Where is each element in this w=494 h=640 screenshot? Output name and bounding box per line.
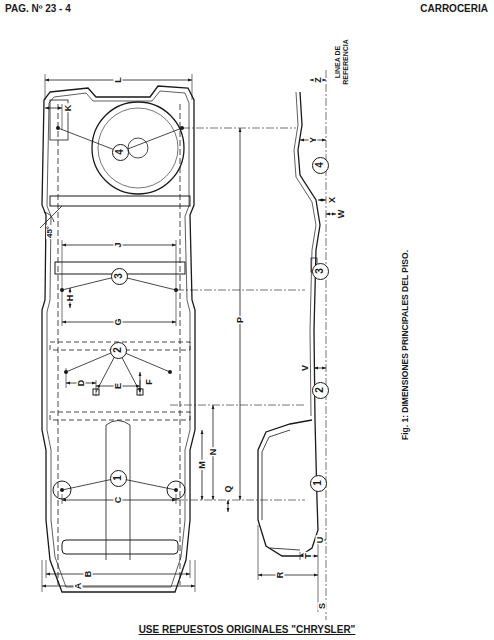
dimension-line — [140, 372, 141, 392]
reference-line — [170, 70, 326, 620]
leader-line — [58, 128, 182, 490]
dimension-letter: G — [114, 317, 123, 326]
reference-line — [326, 70, 327, 620]
side-profile — [262, 430, 300, 550]
extension-line — [66, 368, 140, 396]
page-header: PAG. Nº 23 - 4 — [4, 4, 72, 14]
dimension-letter: U — [316, 536, 325, 545]
extension-line — [62, 240, 176, 326]
dimension-letter: D — [77, 379, 86, 388]
dimension-line — [42, 586, 195, 587]
floor-plan — [58, 104, 180, 585]
dimension-letter: S — [318, 602, 327, 610]
callout-circle: 1 — [110, 470, 127, 487]
reference-label: LINEA DE REFERENCIA — [334, 35, 350, 89]
measuring-point — [56, 126, 60, 130]
callout-number: 4 — [115, 149, 125, 155]
measuring-point — [60, 488, 64, 492]
dimension-letter: V — [301, 364, 310, 372]
floor-plan — [50, 196, 190, 206]
dimension-line — [45, 108, 62, 109]
measuring-point — [174, 488, 178, 492]
floor-plan — [92, 102, 184, 194]
dimension-letter: A — [74, 582, 83, 591]
dimension-letter: Q — [224, 484, 233, 493]
dimension-line — [318, 200, 326, 201]
dimension-line — [46, 574, 190, 575]
dimension-letter: J — [114, 241, 123, 248]
extension-line — [62, 494, 176, 504]
reference-line — [170, 128, 305, 500]
dimension-line — [326, 214, 336, 215]
callout-number: 3 — [315, 268, 325, 274]
dimension-line — [228, 500, 229, 512]
callout-number: 4 — [315, 162, 325, 168]
extension-line — [45, 74, 192, 130]
callout-number: 1 — [113, 475, 123, 481]
dimension-letter: T — [304, 552, 313, 560]
callout-circle: 2 — [110, 342, 127, 359]
floor-plan — [47, 91, 190, 587]
callout-number: 2 — [113, 347, 123, 353]
page-header: CARROCERIA — [419, 4, 489, 14]
dimension-letter: X — [328, 196, 337, 204]
dimension-letter: P — [236, 316, 245, 324]
dimension-letter: L — [114, 76, 123, 84]
dimension-letter: C — [114, 496, 123, 505]
floor-plan — [106, 421, 130, 561]
footer-note: USE REPUESTOS ORIGINALES "CHRYSLER" — [138, 625, 357, 635]
dimension-line — [258, 575, 318, 576]
callout-circle: 4 — [312, 157, 329, 174]
dimension-letter: Z — [314, 76, 323, 84]
floor-plan — [40, 86, 195, 592]
callout-number: 2 — [315, 387, 325, 393]
dimension-letter: N — [209, 448, 218, 457]
extension-line — [42, 74, 318, 612]
callout-circle: 3 — [312, 263, 329, 280]
extension-line — [42, 560, 195, 592]
figure-caption: Fig. 1: DIMENSIONES PRINCIPALES DEL PISO… — [401, 250, 410, 440]
dimension-letter: Y — [309, 136, 318, 144]
dimension-letter: E — [114, 382, 123, 390]
measuring-point — [56, 126, 184, 492]
angle-label: 45° — [46, 225, 54, 239]
floor-plan — [42, 86, 195, 592]
floor-plan — [62, 540, 178, 554]
callout-circle: 3 — [111, 268, 128, 285]
dimension-letter: K — [64, 104, 73, 113]
callout-circle: 4 — [112, 144, 129, 161]
callout-number: 3 — [114, 273, 124, 279]
dimension-line — [314, 368, 326, 369]
measuring-point — [168, 370, 172, 374]
dimension-letter: R — [276, 571, 285, 580]
dimension-line — [240, 128, 241, 500]
extension-line — [258, 525, 318, 612]
dimension-line — [42, 80, 336, 606]
dimension-letter: H — [66, 294, 75, 303]
callout-circle: 2 — [312, 382, 329, 399]
dimension-letter: M — [198, 460, 207, 470]
dimension-letter: F — [145, 378, 154, 386]
dimension-letter: W — [337, 209, 346, 220]
floor-plan — [50, 412, 190, 420]
callout-number: 1 — [313, 480, 323, 486]
callout-circle: 1 — [310, 475, 327, 492]
dimension-letter: B — [84, 570, 93, 579]
